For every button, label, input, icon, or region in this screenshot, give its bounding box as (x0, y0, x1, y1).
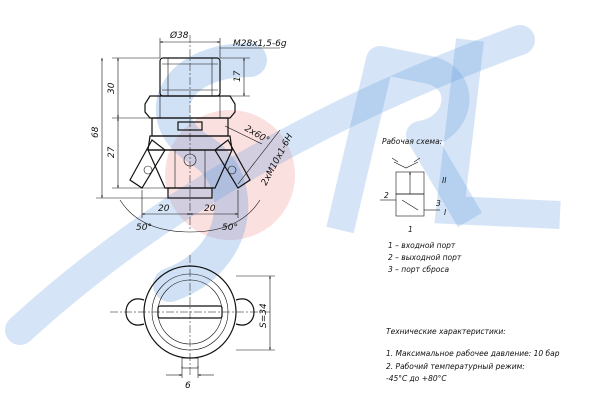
dim-width-s: S=34 (259, 303, 269, 328)
dim-diameter: Ø38 (169, 30, 189, 41)
schematic-pos1: 1 (408, 225, 413, 234)
schematic-pos-ii: II (442, 176, 447, 185)
watermark-logo (5, 25, 561, 345)
specs-title: Технические характеристики: (386, 327, 506, 336)
dim-angle-right: 50° (222, 223, 238, 233)
legend-item-1: 1 – входной порт (388, 241, 456, 250)
schematic-title: Рабочая схема: (382, 137, 442, 146)
specs-line-3: -45°С до +80°С (386, 374, 447, 383)
technical-specs: Технические характеристики: 1. Максималь… (386, 327, 560, 383)
dim-w20-right: 20 (204, 204, 216, 214)
watermark-letter-r (326, 46, 483, 234)
dim-angle-left: 50° (136, 223, 152, 233)
dim-thread-top: M28x1,5-6g (233, 39, 287, 49)
legend-item-3: 3 – порт сброса (388, 265, 450, 274)
dim-h17: 17 (233, 70, 243, 82)
dim-h27: 27 (107, 146, 117, 158)
dim-h30: 30 (107, 82, 117, 94)
port-legend: 1 – входной порт 2 – выходной порт 3 – п… (388, 241, 462, 274)
specs-line-1: 1. Максимальное рабочее давление: 10 бар (386, 349, 560, 358)
bottom-view-dimensions: S=34 6 (166, 275, 275, 391)
schematic-pos2: 2 (384, 191, 389, 200)
schematic-pos-i: I (444, 208, 447, 217)
working-schematic: Рабочая схема: 2 3 1 II I (380, 137, 447, 234)
schematic-pos3: 3 (436, 199, 441, 208)
side-view (129, 35, 251, 230)
dim-h68: 68 (91, 126, 101, 138)
legend-item-2: 2 – выходной порт (388, 253, 462, 262)
dim-w20-left: 20 (158, 204, 170, 214)
watermark-letter-l (434, 38, 561, 229)
bottom-view (110, 255, 270, 375)
dim-slot-w: 6 (185, 381, 191, 391)
specs-line-2: 2. Рабочий температурный режим: (386, 362, 525, 371)
